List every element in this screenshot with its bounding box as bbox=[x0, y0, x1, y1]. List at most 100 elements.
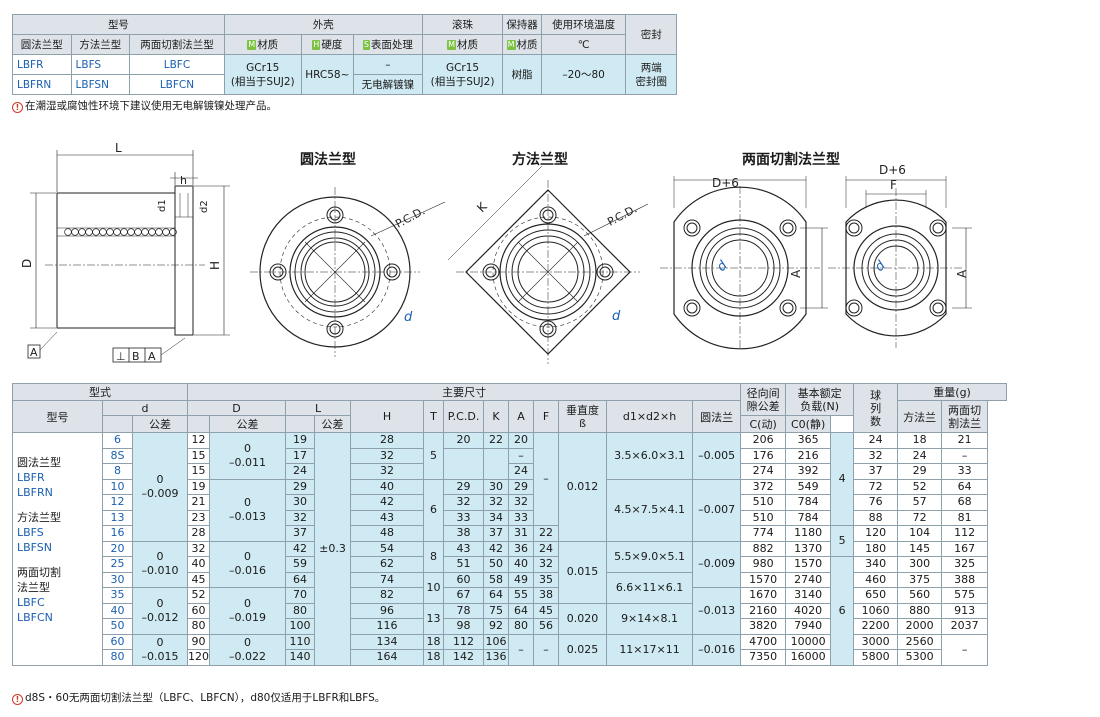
note-top: !在潮湿或腐蚀性环境下建议使用无电解镀镍处理产品。 bbox=[12, 98, 277, 113]
D-value: 21 bbox=[187, 494, 211, 511]
pcd-value: 78 bbox=[443, 602, 485, 619]
pcd-value: 142 bbox=[443, 649, 485, 666]
pcd-value: 32 bbox=[443, 494, 485, 511]
load-C0: 549 bbox=[785, 478, 832, 495]
load-C: 274 bbox=[740, 463, 787, 480]
load-C0: 3140 bbox=[785, 587, 832, 604]
weight-square: 72 bbox=[897, 509, 943, 526]
L-value: 42 bbox=[285, 540, 316, 557]
h-D-col: D bbox=[187, 400, 287, 416]
load-C0: 16000 bbox=[785, 649, 832, 666]
weight-cut: 388 bbox=[941, 571, 989, 588]
K-value: 37 bbox=[483, 525, 510, 542]
T-value: 18 bbox=[423, 649, 445, 666]
weight-round: 460 bbox=[853, 571, 899, 588]
pcd-value bbox=[443, 447, 485, 480]
d1d2h-value: 4.5×7.5×4.1 bbox=[606, 478, 694, 542]
warning-icon: ! bbox=[12, 102, 23, 113]
d-value: 12 bbox=[102, 494, 133, 511]
H-value: 164 bbox=[350, 649, 425, 666]
weight-round: 650 bbox=[853, 587, 899, 604]
h-ball-rows: 球列数 bbox=[853, 383, 899, 433]
D-tolerance: 0–0.019 bbox=[209, 587, 287, 635]
T-value: 18 bbox=[423, 633, 445, 650]
h-w-round: 圆法兰 bbox=[692, 400, 742, 433]
label-H: H bbox=[208, 261, 222, 270]
L-value: 64 bbox=[285, 571, 316, 588]
D-value: 32 bbox=[187, 540, 211, 557]
T-value: 5 bbox=[423, 432, 445, 480]
D-value: 52 bbox=[187, 587, 211, 604]
weight-square: 2560 bbox=[897, 633, 943, 650]
L-value: 17 bbox=[285, 447, 316, 464]
ball-mark bbox=[113, 228, 121, 236]
D-value: 28 bbox=[187, 525, 211, 542]
H-value: 134 bbox=[350, 633, 425, 650]
h-load: 基本额定负载(N) bbox=[785, 383, 855, 416]
d-tolerance: 0–0.015 bbox=[131, 633, 189, 666]
weight-square: 104 bbox=[897, 525, 943, 542]
temperature: –20～80 bbox=[540, 54, 627, 95]
retainer: 树脂 bbox=[502, 54, 542, 95]
label-A-datum: A bbox=[30, 346, 38, 359]
load-C: 980 bbox=[740, 556, 787, 573]
K-value: 32 bbox=[483, 494, 510, 511]
F-value: 56 bbox=[533, 618, 560, 635]
ball-mark bbox=[127, 228, 135, 236]
pcd-value: 43 bbox=[443, 540, 485, 557]
ball-mark bbox=[169, 228, 177, 236]
load-C0: 392 bbox=[785, 463, 832, 480]
weight-cut: – bbox=[941, 633, 989, 666]
ball-material: GCr15(相当于SUJ2) bbox=[421, 54, 504, 95]
perp-value: 0.015 bbox=[558, 540, 608, 604]
weight-round: 76 bbox=[853, 494, 899, 511]
label-L: L bbox=[115, 141, 122, 155]
H-value: 116 bbox=[350, 618, 425, 635]
title-round: 圆法兰型 bbox=[300, 152, 356, 168]
h-T-col: T bbox=[423, 400, 445, 433]
pcd-value: 112 bbox=[443, 633, 485, 650]
h-d-tol: 公差 bbox=[131, 415, 189, 433]
pcd-value: 29 bbox=[443, 478, 485, 495]
weight-square: 880 bbox=[897, 602, 943, 619]
surface-badge: S bbox=[362, 40, 370, 50]
load-C0: 2740 bbox=[785, 571, 832, 588]
material-badge: M bbox=[506, 40, 516, 50]
h-w-cut: 两面切割法兰 bbox=[941, 400, 989, 433]
weight-round: 1060 bbox=[853, 602, 899, 619]
h-d: d bbox=[101, 400, 189, 416]
ball-mark bbox=[99, 228, 107, 236]
D-tolerance: 0–0.011 bbox=[209, 432, 287, 480]
A-value: 55 bbox=[508, 587, 535, 604]
L-value: 100 bbox=[285, 618, 316, 635]
K-value: 136 bbox=[483, 649, 510, 666]
h-C0: C0(静) bbox=[785, 415, 832, 433]
ball-mark bbox=[78, 228, 86, 236]
label-h: h bbox=[180, 174, 187, 187]
F-value: – bbox=[533, 633, 560, 666]
weight-square: 57 bbox=[897, 494, 943, 511]
ball-mark bbox=[92, 228, 100, 236]
radial-tolerance: –0.009 bbox=[692, 540, 742, 588]
T-value: 6 bbox=[423, 478, 445, 542]
H-value: 42 bbox=[350, 494, 425, 511]
load-C0: 1180 bbox=[785, 525, 832, 542]
pcd-value: 67 bbox=[443, 587, 485, 604]
label-d2: d2 bbox=[199, 200, 210, 213]
radial-tolerance: –0.013 bbox=[692, 587, 742, 635]
h-d-blank bbox=[102, 415, 133, 433]
spec-table: 型号 外壳 滚珠 保持器 使用环境温度 密封 圆法兰型 方法兰型 两面切割法兰型… bbox=[12, 14, 677, 95]
weight-round: 3000 bbox=[853, 633, 899, 650]
ball-rows: 5 bbox=[830, 525, 855, 557]
h-shell: 外壳 bbox=[223, 14, 423, 35]
D-value: 90 bbox=[187, 633, 211, 650]
title-cut: 两面切割法兰型 bbox=[742, 152, 840, 168]
weight-cut: 2037 bbox=[941, 618, 989, 635]
d-value: 20 bbox=[102, 540, 133, 557]
